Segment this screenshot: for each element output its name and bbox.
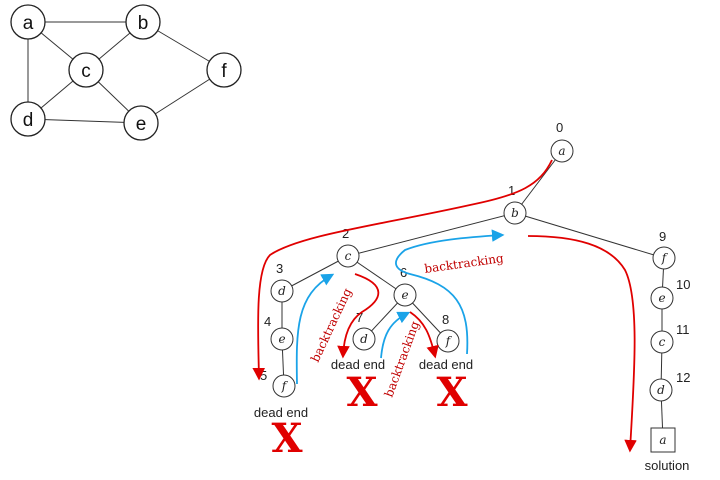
- graph-node-label: b: [138, 13, 149, 34]
- tree-node-circle: [272, 374, 296, 398]
- tree-node-label: c: [345, 249, 352, 263]
- graph-node-circle: [68, 52, 104, 88]
- dead-end-x-mark-2: X: [346, 369, 377, 416]
- dead-end-label-2: dead end: [331, 357, 385, 372]
- tree-node-circle: [393, 283, 417, 307]
- tree-edge-1-9: [514, 212, 665, 259]
- tree-node-0: a 0: [550, 120, 574, 163]
- solution-node-box: [650, 427, 676, 453]
- solution-label: solution: [645, 458, 690, 473]
- graph-node-circle: [123, 105, 159, 141]
- tree-node-circle: [650, 286, 674, 310]
- graph-node-f: f: [206, 52, 242, 88]
- tree-node-label: d: [360, 332, 368, 346]
- tree-node-5: f 5: [260, 368, 296, 398]
- tree-node-number: 8: [442, 312, 449, 327]
- tree-node-number: 3: [276, 261, 283, 276]
- tree-node-4: e 4: [264, 314, 294, 351]
- tree-node-label: f: [281, 379, 289, 393]
- dead-end-label-1: dead end: [254, 405, 308, 420]
- tree-node-10: e 10: [650, 277, 690, 310]
- graph-edges: [27, 21, 225, 124]
- tree-node-label: f: [445, 334, 453, 348]
- tree-node-number: 10: [676, 277, 690, 292]
- forward-path-to-node-7: [337, 273, 380, 359]
- tree-node-circle: [352, 327, 376, 351]
- forward-path-to-node-5: [252, 159, 553, 381]
- state-space-tree: a 0 b 1 c 2 d 3 e 4 f 5 e: [254, 120, 691, 473]
- tree-edge-2-6: [347, 255, 406, 296]
- tree-node-circle: [649, 378, 673, 402]
- tree-node-circle: [652, 246, 676, 270]
- tree-node-label: e: [278, 332, 285, 346]
- tree-node-number: 2: [342, 226, 349, 241]
- dead-end-x-mark-1: X: [271, 415, 302, 462]
- tree-node-circle: [650, 330, 674, 354]
- tree-node-3: d 3: [270, 261, 294, 303]
- graph-node-c: c: [68, 52, 104, 88]
- graph-node-label: d: [23, 110, 34, 131]
- graph-edge-d-e: [27, 118, 142, 124]
- tree-node-2: c 2: [336, 226, 360, 268]
- tree-node-number: 0: [556, 120, 563, 135]
- graph-node-label: f: [221, 61, 227, 82]
- tree-node-label: f: [661, 251, 669, 265]
- tree-node-12: d 12: [649, 370, 690, 402]
- source-graph: a b c d e f: [10, 4, 242, 141]
- tree-node-6: e 6: [393, 265, 417, 307]
- tree-edge-0-1: [514, 150, 563, 214]
- tree-edge-1-2: [347, 212, 516, 257]
- tree-node-8: f 8: [436, 312, 460, 353]
- graph-node-b: b: [125, 4, 161, 40]
- backtracking-label-1: backtracking: [308, 286, 355, 365]
- tree-node-number: 12: [676, 370, 690, 385]
- graph-node-label: a: [23, 13, 34, 34]
- tree-node-7: d 7: [352, 310, 376, 351]
- graph-node-circle: [206, 52, 242, 88]
- tree-node-circle: [336, 244, 360, 268]
- tree-node-number: 7: [356, 310, 363, 325]
- tree-node-13: a: [650, 427, 676, 453]
- tree-node-number: 1: [508, 183, 515, 198]
- dead-end-label-3: dead end: [419, 357, 473, 372]
- tree-node-label: a: [558, 144, 565, 158]
- tree-node-number: 4: [264, 314, 271, 329]
- graph-node-label: e: [136, 114, 147, 135]
- graph-node-circle: [10, 101, 46, 137]
- tree-node-label: c: [659, 335, 666, 349]
- backtrack-path-8-to-1: [395, 229, 505, 355]
- tree-node-9: f 9: [652, 229, 676, 270]
- graph-node-label: c: [81, 61, 91, 82]
- tree-node-label: e: [401, 288, 408, 302]
- tree-edge-2-3: [281, 255, 349, 292]
- tree-node-circle: [503, 201, 527, 225]
- backtrack-path-5-to-2: [295, 273, 335, 385]
- tree-node-number: 11: [676, 322, 690, 337]
- tree-node-label: b: [511, 206, 519, 220]
- tree-node-label: a: [659, 433, 666, 447]
- tree-node-circle: [270, 279, 294, 303]
- backtrack-path-7-to-6: [380, 311, 411, 359]
- graph-node-e: e: [123, 105, 159, 141]
- tree-node-label: e: [658, 291, 665, 305]
- tree-node-circle: [436, 329, 460, 353]
- tree-node-circle: [270, 327, 294, 351]
- tree-node-label: d: [657, 383, 665, 397]
- forward-path-to-node-8: [409, 311, 439, 359]
- graph-node-a: a: [10, 4, 46, 40]
- tree-node-11: c 11: [650, 322, 690, 354]
- graph-node-circle: [10, 4, 46, 40]
- forward-path-to-solution: [527, 235, 637, 453]
- tree-node-1: b 1: [503, 183, 527, 225]
- backtracking-label-2: backtracking: [423, 251, 504, 276]
- dead-end-x-mark-3: X: [436, 369, 467, 416]
- graph-node-d: d: [10, 101, 46, 137]
- graph-node-circle: [125, 4, 161, 40]
- tree-node-label: d: [278, 284, 286, 298]
- tree-node-circle: [550, 139, 574, 163]
- tree-node-number: 9: [659, 229, 666, 244]
- tree-node-number: 5: [260, 368, 267, 383]
